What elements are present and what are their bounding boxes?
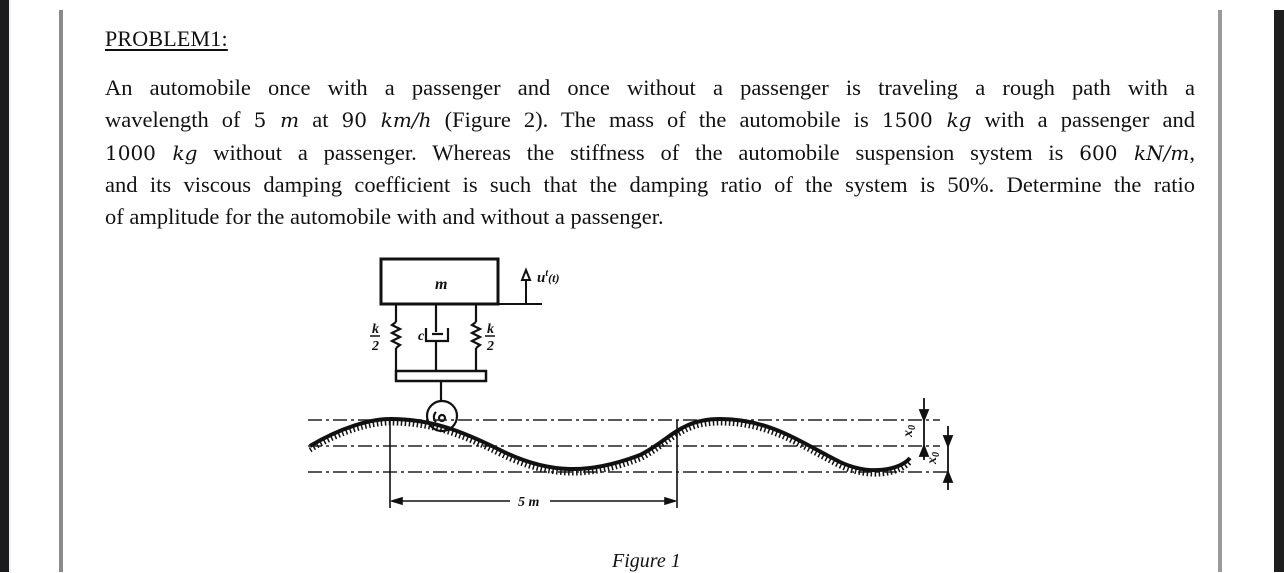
text-run: An automobile once with a passenger and … bbox=[105, 75, 1195, 100]
suspension bbox=[389, 304, 488, 413]
displacement-label: ut(t) bbox=[537, 268, 559, 286]
math-token: kN/m bbox=[1134, 140, 1190, 165]
page-border-left bbox=[59, 10, 63, 572]
math-token: km/h bbox=[380, 108, 432, 133]
text-run: at bbox=[299, 107, 342, 133]
page-border-right bbox=[1218, 10, 1222, 572]
quarter-car-figure: m ut(t) k 2 c k 2 bbox=[308, 257, 954, 510]
left-dark-margin bbox=[0, 0, 9, 572]
amplitude-label-upper: x0 bbox=[901, 425, 918, 438]
svg-text:2: 2 bbox=[486, 339, 494, 354]
wavelength-label: 5 m bbox=[518, 495, 540, 510]
text-run: without a passenger. Whereas the stiffne… bbox=[197, 139, 1080, 165]
problem-statement: An automobile once with a passenger and … bbox=[105, 72, 1195, 233]
math-token: 5 bbox=[253, 108, 281, 133]
math-token: kg bbox=[172, 140, 198, 165]
math-token: kg bbox=[946, 108, 972, 133]
text-run: of amplitude for the automobile with and… bbox=[105, 204, 664, 230]
math-token: m bbox=[280, 108, 300, 133]
right-spring-icon bbox=[469, 321, 483, 349]
mass-block bbox=[379, 257, 500, 306]
mass-label: m bbox=[435, 276, 447, 293]
paragraph-line: wavelength of 5 m at 90 km/h (Figure 2).… bbox=[105, 104, 1195, 136]
math-token: 90 bbox=[341, 108, 381, 133]
paragraph-line: An automobile once with a passenger and … bbox=[105, 72, 1195, 104]
paragraph-line: of amplitude for the automobile with and… bbox=[105, 201, 1195, 233]
left-spring-icon bbox=[389, 321, 403, 349]
text-run: (Figure 2). The mass of the automobile i… bbox=[431, 107, 882, 133]
wavelength-dimension bbox=[389, 420, 678, 508]
problem-heading: PROBLEM1: bbox=[105, 26, 228, 51]
figure-caption: Figure 1 bbox=[612, 550, 681, 572]
text-run: and its viscous damping coefficient is s… bbox=[105, 171, 1195, 197]
svg-text:k: k bbox=[487, 322, 494, 337]
math-token: 600 bbox=[1079, 140, 1135, 165]
road-profile bbox=[308, 416, 912, 473]
svg-text:c: c bbox=[418, 329, 425, 344]
paragraph-line: and its viscous damping coefficient is s… bbox=[105, 169, 1195, 201]
left-edge bbox=[9, 0, 11, 572]
amplitude-label-lower: x0 bbox=[925, 452, 942, 465]
paragraph-line: 1000 kg without a passenger. Whereas the… bbox=[105, 137, 1195, 169]
amplitude-dimensions bbox=[918, 398, 954, 490]
reference-lines bbox=[308, 419, 950, 473]
text-run: , bbox=[1189, 139, 1195, 165]
math-token: 1000 bbox=[105, 140, 173, 165]
text-run: with a passenger and bbox=[971, 107, 1195, 133]
math-token: 1500 bbox=[881, 108, 947, 133]
displacement-arrow-icon bbox=[498, 267, 542, 305]
svg-text:k: k bbox=[372, 322, 379, 337]
right-dark-margin bbox=[1274, 10, 1284, 572]
text-run: wavelength of bbox=[105, 107, 254, 133]
svg-text:2: 2 bbox=[371, 339, 379, 354]
